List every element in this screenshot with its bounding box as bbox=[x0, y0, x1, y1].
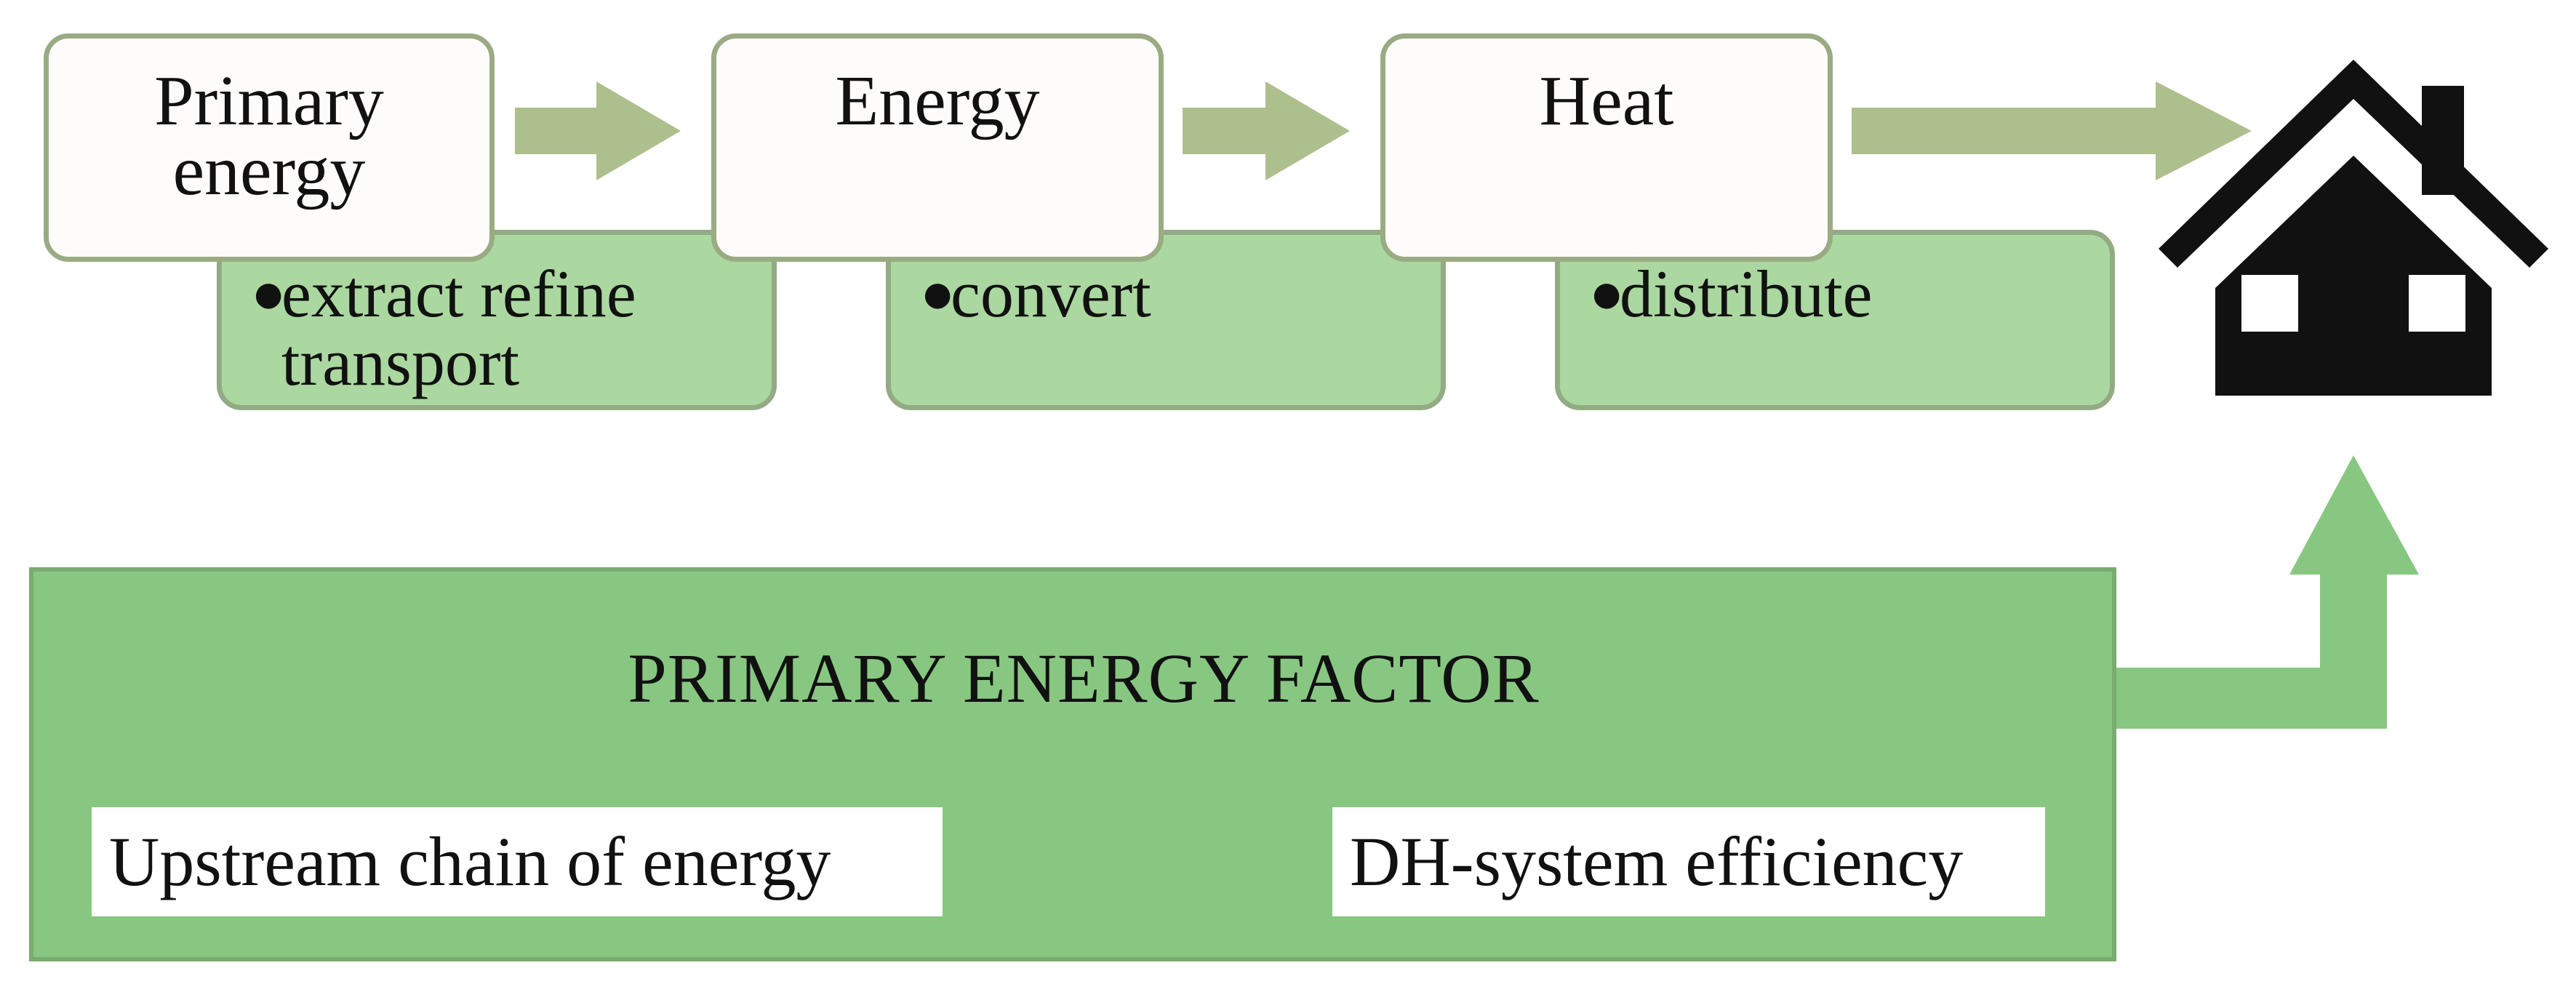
step-text-distribute: distribute bbox=[1620, 257, 1873, 331]
factor-up-arrow bbox=[2113, 455, 2419, 729]
bullet-icon: ● bbox=[920, 262, 956, 326]
flow-arrow-2 bbox=[1183, 81, 1350, 180]
flow-arrow-1 bbox=[515, 81, 681, 180]
stage-label-primary-energy: Primary energy bbox=[154, 62, 384, 210]
house-icon bbox=[2159, 60, 2548, 396]
dh-system-efficiency-label: DH-system efficiency bbox=[1332, 807, 2045, 916]
stage-heat: Heat bbox=[1380, 33, 1833, 262]
stage-primary-energy: Primary energy bbox=[44, 33, 495, 262]
bullet-icon: ● bbox=[1589, 262, 1625, 326]
upstream-chain-label: Upstream chain of energy bbox=[92, 807, 943, 916]
stage-label-energy: Energy bbox=[835, 62, 1040, 140]
primary-energy-factor-panel: PRIMARY ENERGY FACTOR Upstream chain of … bbox=[29, 567, 2116, 961]
stage-label-heat: Heat bbox=[1539, 62, 1674, 140]
bullet-icon: ● bbox=[251, 262, 287, 326]
flow-arrow-3 bbox=[1852, 81, 2252, 180]
step-text-extract: extract refine transport bbox=[281, 257, 636, 399]
stage-energy: Energy bbox=[711, 33, 1164, 262]
step-text-convert: convert bbox=[951, 257, 1151, 331]
factor-title: PRIMARY ENERGY FACTOR bbox=[628, 639, 1540, 717]
